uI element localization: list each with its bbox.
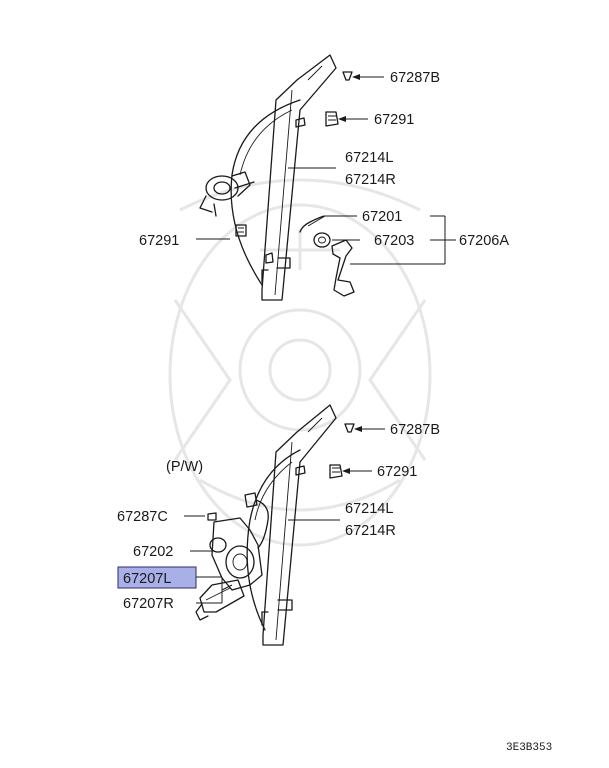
label-67287c[interactable]: 67287C — [117, 509, 168, 525]
label-67203[interactable]: 67203 — [374, 233, 414, 249]
highlight-box-67207l[interactable] — [117, 566, 197, 589]
label-67214l-upper[interactable]: 67214L — [345, 150, 393, 166]
label-67207r[interactable]: 67207R — [123, 596, 174, 612]
label-67207l[interactable]: 67207L — [123, 571, 171, 587]
lower-regulator-assembly — [195, 404, 355, 646]
label-67291-upper-left[interactable]: 67291 — [139, 233, 179, 249]
lower-leader-lines — [184, 426, 385, 604]
diagram-code: 3E3B353 — [506, 742, 552, 754]
label-67202[interactable]: 67202 — [133, 544, 173, 560]
label-67287b-upper[interactable]: 67287B — [390, 70, 440, 86]
label-67291-lower[interactable]: 67291 — [377, 464, 417, 480]
label-power-window-note: (P/W) — [166, 459, 203, 475]
upper-regulator-assembly — [199, 54, 355, 301]
upper-leader-lines — [196, 74, 456, 265]
label-67287b-lower[interactable]: 67287B — [390, 422, 440, 438]
label-67201[interactable]: 67201 — [362, 209, 402, 225]
label-67291-upper-right[interactable]: 67291 — [374, 112, 414, 128]
label-67214r-lower[interactable]: 67214R — [345, 523, 396, 539]
label-67206a[interactable]: 67206A — [459, 233, 509, 249]
label-67214r-upper[interactable]: 67214R — [345, 172, 396, 188]
label-67214l-lower[interactable]: 67214L — [345, 501, 393, 517]
